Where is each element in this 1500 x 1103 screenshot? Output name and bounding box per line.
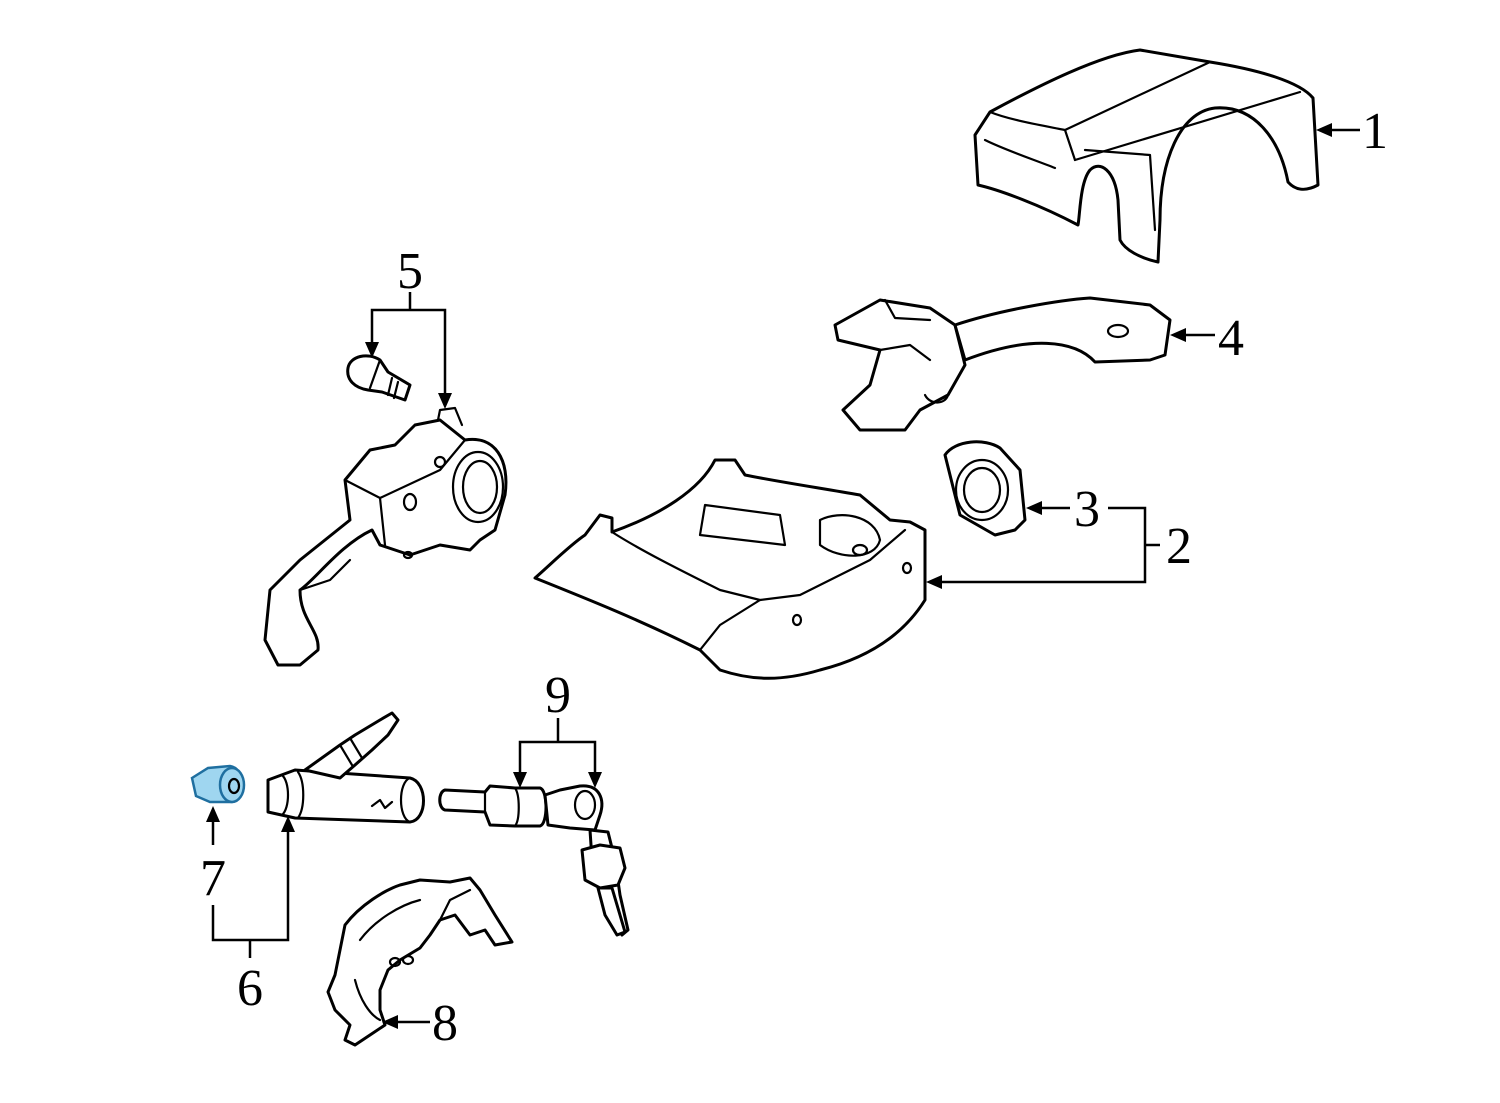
part-1-upper-shroud[interactable] xyxy=(973,48,1320,264)
callout-2[interactable]: 2 xyxy=(1166,518,1192,575)
callout-3[interactable]: 3 xyxy=(1074,481,1100,538)
callout-5[interactable]: 5 xyxy=(397,243,423,300)
part-7-lock-cap[interactable] xyxy=(190,764,246,804)
part-5-bolt[interactable] xyxy=(346,354,412,402)
callout-1[interactable]: 1 xyxy=(1362,103,1388,160)
part-3-bezel[interactable] xyxy=(943,440,1027,537)
part-4-wiper-switch[interactable] xyxy=(833,296,1172,432)
part-5-turn-signal-switch[interactable] xyxy=(263,406,508,667)
part-9-lock-cylinder[interactable] xyxy=(438,784,630,937)
callout-8[interactable]: 8 xyxy=(432,995,458,1052)
part-8-bracket[interactable] xyxy=(326,876,514,1047)
callout-labels: 1 2 3 4 5 6 7 8 9 xyxy=(200,103,1388,1052)
callout-7[interactable]: 7 xyxy=(200,850,226,907)
callout-4[interactable]: 4 xyxy=(1218,310,1244,367)
callout-9[interactable]: 9 xyxy=(545,667,571,724)
part-2-lower-shroud[interactable] xyxy=(533,458,927,680)
callout-leaders xyxy=(206,123,1360,1029)
callout-6[interactable]: 6 xyxy=(237,960,263,1017)
part-6-lock-housing[interactable] xyxy=(266,711,425,824)
